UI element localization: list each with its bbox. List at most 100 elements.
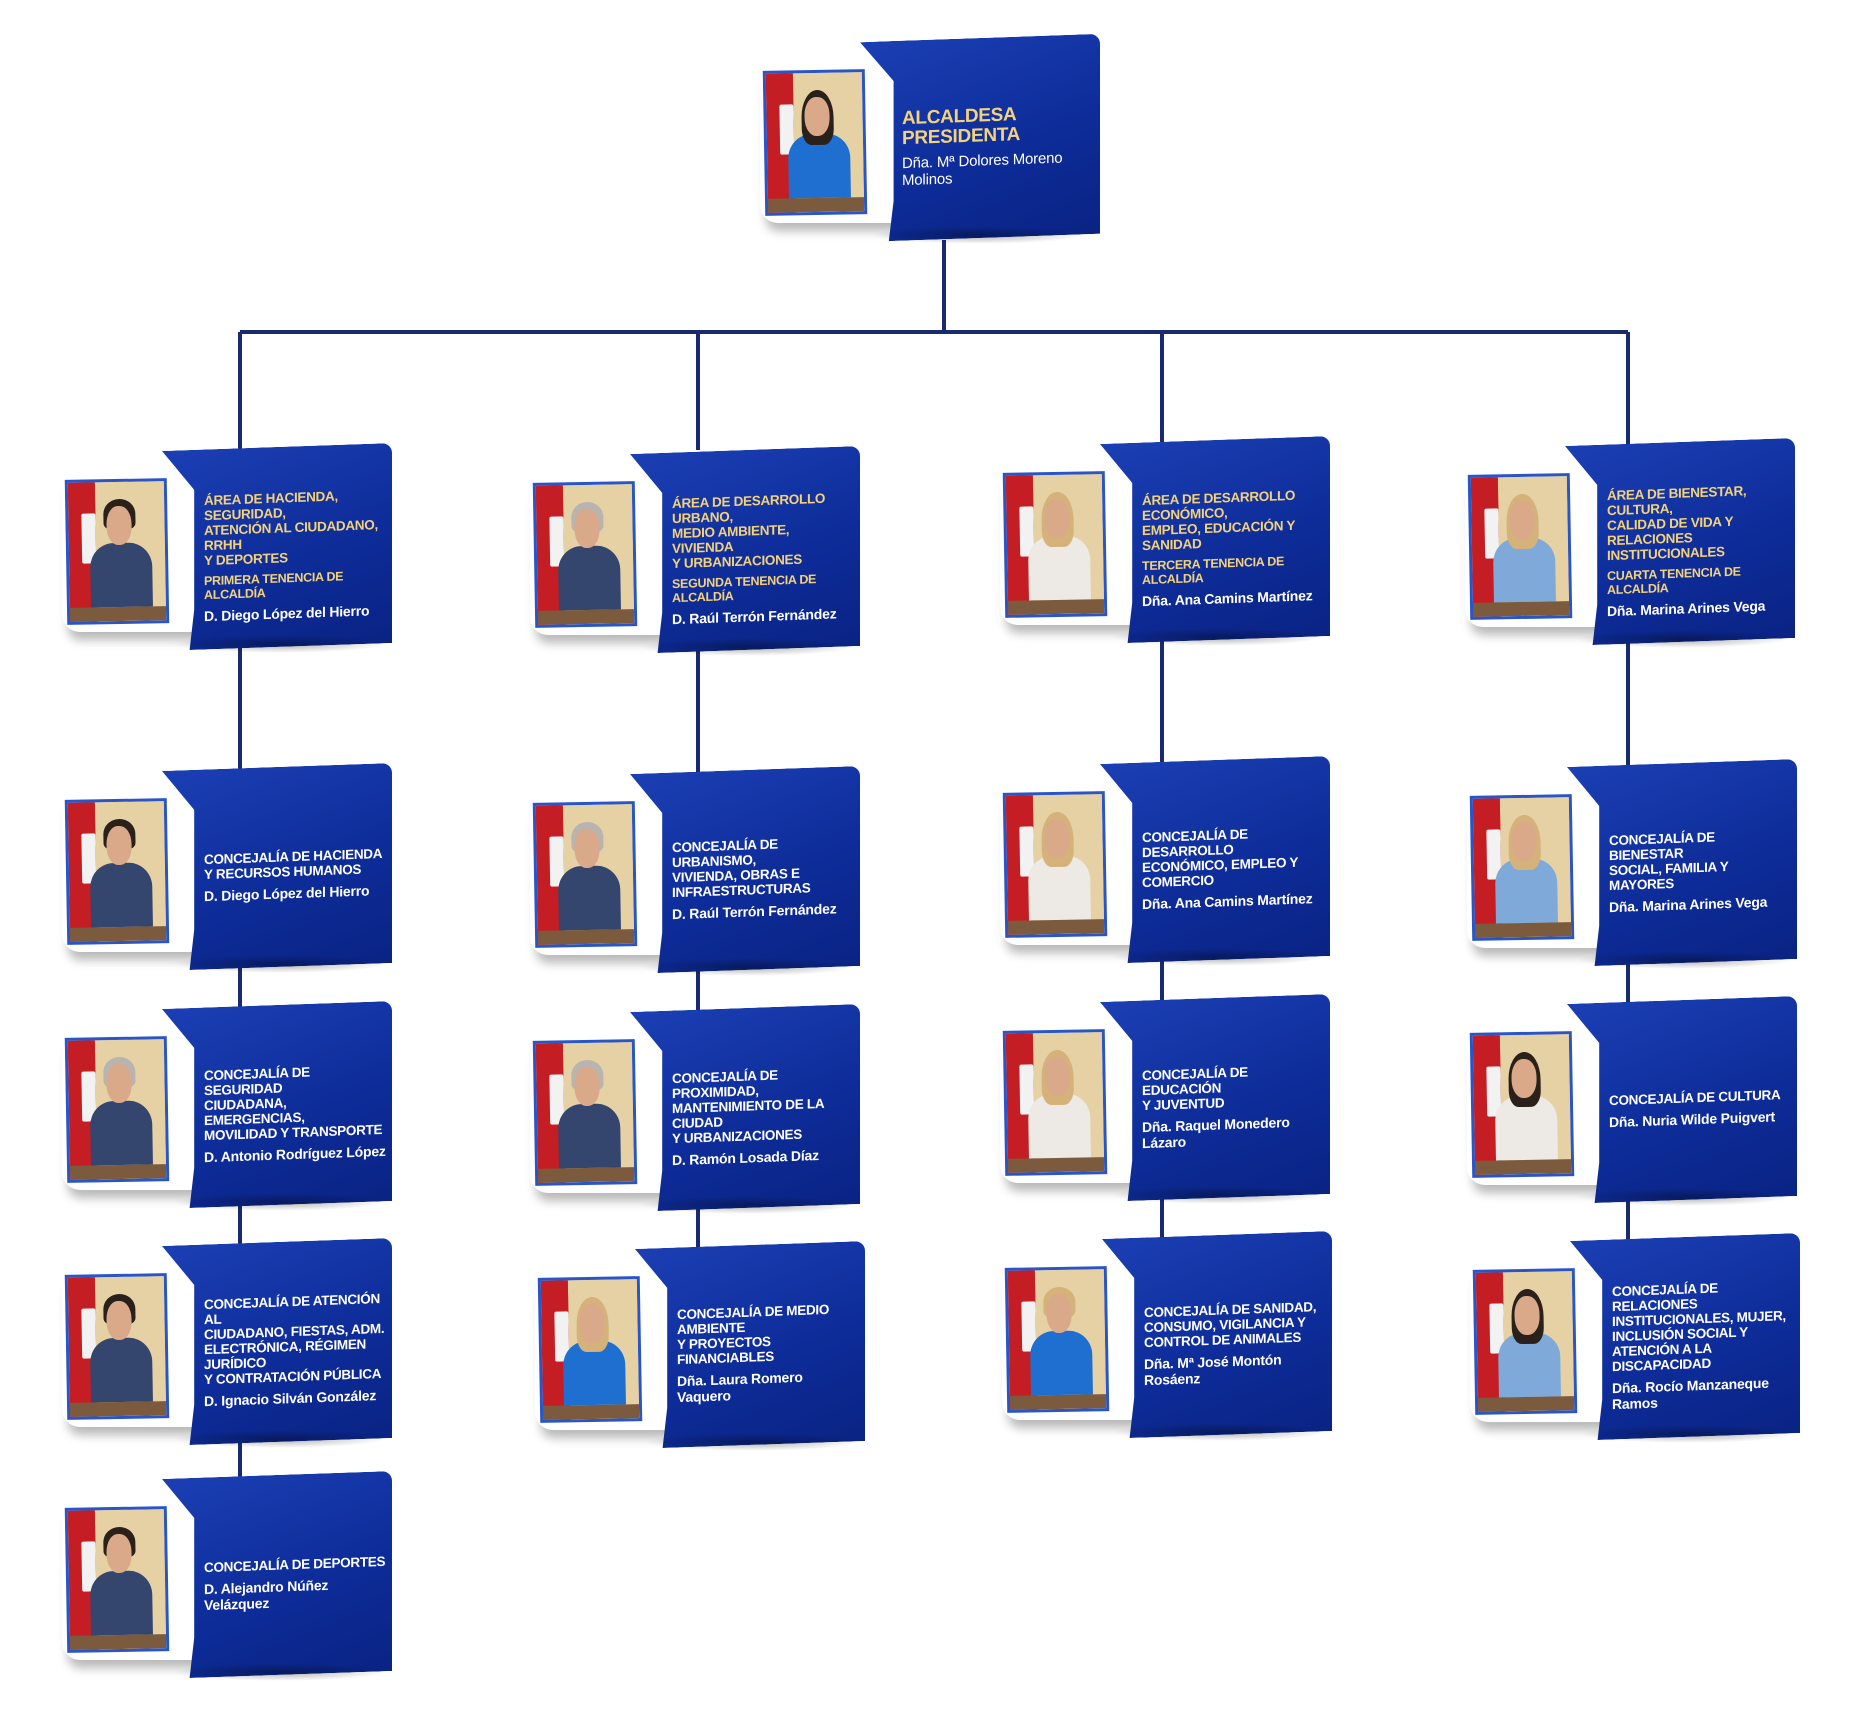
- card-title: CONCEJALÍA DE PROXIMIDAD, MANTENIMIENTO …: [672, 1066, 824, 1146]
- card-person: Dña. Raquel Monedero Lázaro: [1142, 1113, 1290, 1151]
- card-person: D. Diego López del Hierro: [204, 882, 370, 905]
- card-title: CONCEJALÍA DE CULTURA: [1609, 1086, 1781, 1108]
- concejalia-card[interactable]: CONCEJALÍA DE BIENESTAR SOCIAL, FAMILIA …: [1467, 763, 1797, 969]
- card-person: D. Ramón Losada Díaz: [672, 1146, 819, 1168]
- card-person: D. Diego López del Hierro: [204, 601, 370, 624]
- card-title: ALCALDESA PRESIDENTA: [902, 104, 1021, 150]
- card-tenancy: SEGUNDA TENENCIA DE ALCALDÍA: [672, 571, 817, 605]
- card-title: CONCEJALÍA DE SEGURIDAD CIUDADANA, EMERG…: [204, 1063, 383, 1143]
- card-shadow: [1112, 1423, 1327, 1441]
- concejalia-card[interactable]: CONCEJALÍA DE RELACIONES INSTITUCIONALES…: [1470, 1237, 1800, 1443]
- card-text: CONCEJALÍA DE BIENESTAR SOCIAL, FAMILIA …: [1609, 788, 1791, 954]
- card-text: CONCEJALÍA DE MEDIO AMBIENTE Y PROYECTOS…: [677, 1270, 859, 1436]
- card-person: Dña. Marina Arines Vega: [1607, 597, 1766, 619]
- card-tenancy: TERCERA TENENCIA DE ALCALDÍA: [1142, 554, 1284, 588]
- portrait-photo: [532, 1039, 638, 1186]
- card-text: CONCEJALÍA DE RELACIONES INSTITUCIONALES…: [1612, 1262, 1794, 1428]
- portrait-photo: [1002, 471, 1108, 618]
- card-text: CONCEJALÍA DE SEGURIDAD CIUDADANA, EMERG…: [204, 1030, 386, 1196]
- card-text: CONCEJALÍA DE ATENCIÓN AL CIUDADANO, FIE…: [204, 1267, 386, 1433]
- area-card-3[interactable]: ÁREA DE DESARROLLO ECONÓMICO, EMPLEO, ED…: [1000, 440, 1330, 646]
- area-card-2[interactable]: ÁREA DE DESARROLLO URBANO, MEDIO AMBIENT…: [530, 450, 860, 656]
- card-text: CONCEJALÍA DE PROXIMIDAD, MANTENIMIENTO …: [672, 1033, 854, 1199]
- concejalia-card[interactable]: CONCEJALÍA DE SEGURIDAD CIUDADANA, EMERG…: [62, 1005, 392, 1211]
- portrait-photo: [1472, 1268, 1578, 1415]
- card-person: D. Raúl Terrón Fernández: [672, 900, 837, 923]
- card-tenancy: PRIMERA TENENCIA DE ALCALDÍA: [204, 568, 344, 602]
- card-person: Dña. Rocío Manzaneque Ramos: [1612, 1374, 1769, 1413]
- card-shadow: [172, 955, 387, 973]
- area-card-1[interactable]: ÁREA DE HACIENDA, SEGURIDAD, ATENCIÓN AL…: [62, 447, 392, 653]
- card-title: CONCEJALÍA DE URBANISMO, VIVIENDA, OBRAS…: [672, 836, 811, 901]
- card-person: Dña. Mª José Montón Rosáenz: [1144, 1350, 1282, 1388]
- card-text: CONCEJALÍA DE DESARROLLO ECONÓMICO, EMPL…: [1142, 785, 1324, 951]
- card-shadow: [640, 1196, 855, 1214]
- card-title: CONCEJALÍA DE HACIENDA Y RECURSOS HUMANO…: [204, 845, 383, 883]
- portrait-photo: [64, 1036, 170, 1183]
- concejalia-card[interactable]: CONCEJALÍA DE DEPORTES D. Alejandro Núñe…: [62, 1475, 392, 1681]
- concejalia-card[interactable]: CONCEJALÍA DE URBANISMO, VIVIENDA, OBRAS…: [530, 770, 860, 976]
- card-shadow: [1580, 1425, 1795, 1443]
- concejalia-card[interactable]: CONCEJALÍA DE DESARROLLO ECONÓMICO, EMPL…: [1000, 760, 1330, 966]
- card-title: ÁREA DE BIENESTAR, CULTURA, CALIDAD DE V…: [1607, 482, 1747, 563]
- portrait-photo: [1469, 1031, 1575, 1178]
- card-text: CONCEJALÍA DE CULTURA Dña. Nuria Wilde P…: [1609, 1025, 1791, 1191]
- card-shadow: [640, 638, 855, 656]
- card-shadow: [172, 1663, 387, 1681]
- card-person: Dña. Laura Romero Vaquero: [677, 1368, 803, 1406]
- card-shadow: [1577, 951, 1792, 969]
- card-shadow: [1110, 628, 1325, 646]
- concejalia-card[interactable]: CONCEJALÍA DE PROXIMIDAD, MANTENIMIENTO …: [530, 1008, 860, 1214]
- card-title: CONCEJALÍA DE DEPORTES: [204, 1553, 386, 1575]
- card-text: CONCEJALÍA DE DEPORTES D. Alejandro Núñe…: [204, 1500, 386, 1666]
- concejalia-card[interactable]: CONCEJALÍA DE SANIDAD, CONSUMO, VIGILANC…: [1002, 1235, 1332, 1441]
- portrait-photo: [1467, 473, 1573, 620]
- card-text: CONCEJALÍA DE URBANISMO, VIVIENDA, OBRAS…: [672, 795, 854, 961]
- card-shadow: [172, 1430, 387, 1448]
- card-title: CONCEJALÍA DE DESARROLLO ECONÓMICO, EMPL…: [1142, 826, 1299, 891]
- card-title: CONCEJALÍA DE ATENCIÓN AL CIUDADANO, FIE…: [204, 1291, 385, 1388]
- concejalia-card[interactable]: CONCEJALÍA DE HACIENDA Y RECURSOS HUMANO…: [62, 767, 392, 973]
- card-shadow: [1577, 1188, 1792, 1206]
- card-text: ÁREA DE DESARROLLO URBANO, MEDIO AMBIENT…: [672, 475, 854, 641]
- card-text: ALCALDESA PRESIDENTA Dña. Mª Dolores Mor…: [902, 63, 1084, 229]
- concejalia-card[interactable]: CONCEJALÍA DE CULTURA Dña. Nuria Wilde P…: [1467, 1000, 1797, 1206]
- card-shadow: [1110, 948, 1325, 966]
- card-person: Dña. Marina Arines Vega: [1609, 893, 1768, 916]
- portrait-photo: [64, 798, 170, 945]
- card-title: CONCEJALÍA DE EDUCACIÓN Y JUVENTUD: [1142, 1063, 1248, 1113]
- card-person: D. Alejandro Núñez Velázquez: [204, 1576, 329, 1613]
- card-title: CONCEJALÍA DE RELACIONES INSTITUCIONALES…: [1612, 1280, 1786, 1375]
- card-shadow: [1575, 630, 1790, 648]
- card-shadow: [870, 226, 1085, 244]
- card-person: D. Raúl Terrón Fernández: [672, 604, 837, 627]
- card-text: ÁREA DE DESARROLLO ECONÓMICO, EMPLEO, ED…: [1142, 465, 1324, 631]
- mayor-card[interactable]: ALCALDESA PRESIDENTA Dña. Mª Dolores Mor…: [760, 38, 1100, 244]
- concejalia-card[interactable]: CONCEJALÍA DE MEDIO AMBIENTE Y PROYECTOS…: [535, 1245, 865, 1451]
- card-person: Dña. Ana Camins Martínez: [1142, 587, 1313, 610]
- card-title: ÁREA DE DESARROLLO URBANO, MEDIO AMBIENT…: [672, 490, 826, 571]
- card-person: D. Antonio Rodríguez López: [204, 1142, 386, 1165]
- card-shadow: [172, 1193, 387, 1211]
- card-person: D. Ignacio Silván González: [204, 1387, 377, 1410]
- card-title: ÁREA DE HACIENDA, SEGURIDAD, ATENCIÓN AL…: [204, 488, 378, 568]
- portrait-photo: [1002, 1029, 1108, 1176]
- portrait-photo: [64, 478, 170, 625]
- concejalia-card[interactable]: CONCEJALÍA DE ATENCIÓN AL CIUDADANO, FIE…: [62, 1242, 392, 1448]
- card-person: Dña. Ana Camins Martínez: [1142, 890, 1313, 913]
- card-shadow: [172, 635, 387, 653]
- portrait-photo: [1004, 1266, 1110, 1413]
- portrait-photo: [762, 69, 868, 216]
- card-text: ÁREA DE BIENESTAR, CULTURA, CALIDAD DE V…: [1607, 467, 1789, 633]
- card-title: CONCEJALÍA DE MEDIO AMBIENTE Y PROYECTOS…: [677, 1301, 830, 1368]
- portrait-photo: [532, 481, 638, 628]
- card-text: ÁREA DE HACIENDA, SEGURIDAD, ATENCIÓN AL…: [204, 472, 386, 638]
- card-text: CONCEJALÍA DE SANIDAD, CONSUMO, VIGILANC…: [1144, 1260, 1326, 1426]
- concejalia-card[interactable]: CONCEJALÍA DE EDUCACIÓN Y JUVENTUD Dña. …: [1000, 998, 1330, 1204]
- card-person: Dña. Mª Dolores Moreno Molinos: [902, 149, 1063, 190]
- area-card-4[interactable]: ÁREA DE BIENESTAR, CULTURA, CALIDAD DE V…: [1465, 442, 1795, 648]
- portrait-photo: [64, 1506, 170, 1653]
- card-text: CONCEJALÍA DE HACIENDA Y RECURSOS HUMANO…: [204, 792, 386, 958]
- card-person: Dña. Nuria Wilde Puigvert: [1609, 1107, 1776, 1130]
- portrait-photo: [1002, 791, 1108, 938]
